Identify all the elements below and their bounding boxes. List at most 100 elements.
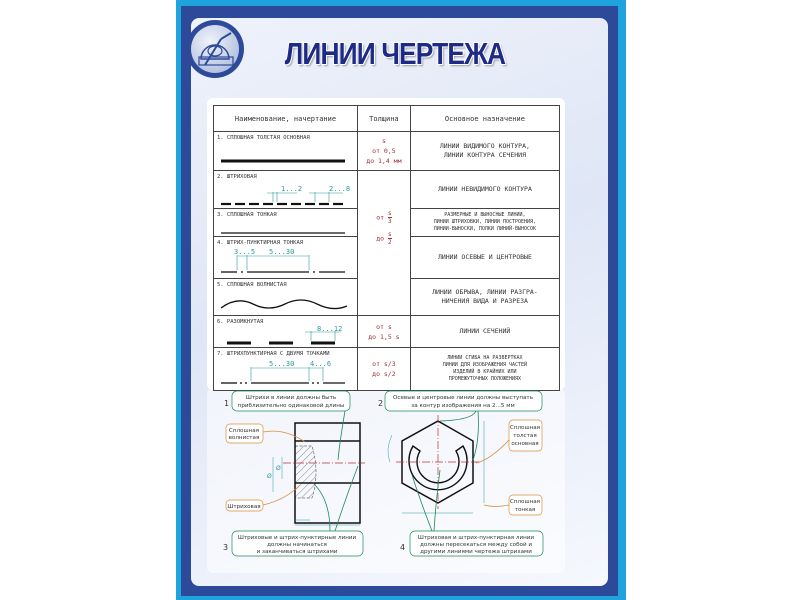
note-number: 1 <box>224 399 229 408</box>
purpose-cell: ЛИНИИ ОБРЫВА, ЛИНИИ РАЗГРА- НИЧЕНИЯ ВИДА… <box>409 278 561 316</box>
thickness-cell: от s до 1,5 s <box>357 315 411 348</box>
thickness-cell: от s/3 до s/2 <box>357 347 411 391</box>
note-text: Осевые и центровые линии должны выступат… <box>393 395 533 401</box>
line-sample-open: 8...12 <box>227 325 342 345</box>
dimension-label: 5...30 <box>269 248 294 256</box>
row-name: 4. ШТРИХ-ПУНКТИРНАЯ ТОНКАЯ <box>217 240 304 246</box>
drawing-compass-protractor-icon <box>191 25 239 73</box>
table-row: 7. ШТРИХПУНКТИРНАЯ С ДВУМЯ ТОЧКАМИ 5...3… <box>213 347 561 391</box>
note-text: должны пересекаться между собой и <box>420 541 532 548</box>
table-row: 4. ШТРИХ-ПУНКТИРНАЯ ТОНКАЯ 3...5 5...30 … <box>213 236 561 279</box>
dimension-label: 1...2 <box>281 185 302 193</box>
diameter-label: Ø <box>276 465 281 472</box>
purpose-text: ЛИНИИ СЕЧЕНИЙ <box>459 327 511 335</box>
purpose-text: ЛИНИИ ДЛЯ ИЗОБРАЖЕНИЯ ЧАСТЕЙ <box>442 362 528 368</box>
purpose-text: РАЗМЕРНЫЕ И ВЫНОСНЫЕ ЛИНИИ, <box>444 212 526 218</box>
table-row: 3. СПЛОШНАЯ ТОНКАЯ РАЗМЕРНЫЕ И ВЫНОСНЫЕ … <box>213 208 561 237</box>
numerator: s <box>387 231 392 239</box>
purpose-cell: ЛИНИИ СЕЧЕНИЙ <box>409 315 561 348</box>
note-text: должны начинаться <box>267 542 327 548</box>
row-name: 6. РАЗОМКНУТАЯ <box>217 319 264 325</box>
thickness-text: до 1,4 мм <box>366 157 402 165</box>
note-text: Штриховые и штрих-пунктирные линии <box>238 535 357 541</box>
dimension-label: 4...6 <box>310 360 331 368</box>
table-row: 6. РАЗОМКНУТАЯ 8...12 от s до 1,5 s ЛИНИ… <box>213 315 561 348</box>
line-sample-solid-thick <box>221 159 345 163</box>
denominator: 3 <box>387 218 392 225</box>
purpose-cell: ЛИНИИ СГИБА НА РАЗВЕРТКАХ ЛИНИИ ДЛЯ ИЗОБ… <box>409 347 561 391</box>
leader-lines <box>411 410 510 532</box>
note-text: за контур изображения на 2...5 мм <box>411 403 514 409</box>
label-box <box>225 423 264 444</box>
label-text: Сплошная <box>510 425 540 431</box>
row-name-cell: 7. ШТРИХПУНКТИРНАЯ С ДВУМЯ ТОЧКАМИ 5...3… <box>213 347 358 391</box>
row-name: 7. ШТРИХПУНКТИРНАЯ С ДВУМЯ ТОЧКАМИ <box>217 351 330 357</box>
leader-lines <box>262 410 359 532</box>
thickness-text: s <box>381 137 386 145</box>
purpose-cell: РАЗМЕРНЫЕ И ВЫНОСНЫЕ ЛИНИИ, ЛИНИИ ШТРИХО… <box>409 208 561 237</box>
line-sample-wavy <box>220 299 348 310</box>
purpose-text: ЛИНИИ ОСЕВЫЕ И ЦЕНТРОВЫЕ <box>437 253 532 261</box>
thickness-cell: s от 0,5 до 1,4 мм <box>357 131 411 171</box>
hex-nut-drawing <box>387 415 485 514</box>
note-text: и заканчиваться штрихами <box>257 549 338 555</box>
label-text: Сплошная <box>229 428 259 434</box>
poster-title: ЛИНИИ ЧЕРТЕЖА <box>284 36 506 71</box>
thickness-text: от 0,5 <box>372 147 396 155</box>
header-thickness: Толщина <box>357 105 411 132</box>
purpose-text: ЛИНИИ ВИДИМОГО КОНТУРА, <box>439 142 530 150</box>
header-purpose: Основное назначение <box>409 105 561 132</box>
line-sample-solid-thin <box>221 232 345 234</box>
purpose-cell: ЛИНИИ ВИДИМОГО КОНТУРА, ЛИНИИ КОНТУРА СЕ… <box>409 131 561 171</box>
note-text: приблизительно одинаковой длины <box>238 402 345 409</box>
note-box <box>231 390 351 412</box>
table-row: 1. СПЛОШНАЯ ТОЛСТАЯ ОСНОВНАЯ s от 0,5 до… <box>213 131 561 171</box>
note-number: 3 <box>223 543 228 552</box>
note-number: 4 <box>400 543 405 552</box>
purpose-text: ЛИНИИ-ВЫНОСКИ, ПОЛКИ ЛИНИЙ-ВЫНОСОК <box>433 226 537 232</box>
note-box <box>409 530 544 557</box>
dimension-label: 3...5 <box>234 248 255 256</box>
note-box <box>384 390 543 412</box>
purpose-text: ЛИНИИ ОБРЫВА, ЛИНИИ РАЗГРА- <box>432 288 538 296</box>
purpose-cell: ЛИНИИ ОСЕВЫЕ И ЦЕНТРОВЫЕ <box>409 236 561 279</box>
purpose-text: ИЗДЕЛИЙ В КРАЙНИХ ИЛИ <box>453 369 517 375</box>
label-box <box>508 419 543 452</box>
line-sample-dash-double-dot: 5...30 4...6 <box>221 360 345 384</box>
dimension-label: 2...8 <box>329 185 350 193</box>
thickness-text: до <box>376 234 385 243</box>
denominator: 2 <box>387 239 392 246</box>
purpose-text: ЛИНИИ КОНТУРА СЕЧЕНИЯ <box>443 151 526 159</box>
label-box <box>225 499 264 512</box>
thickness-text: до 1,5 s <box>368 332 400 341</box>
row-name-cell: 1. СПЛОШНАЯ ТОЛСТАЯ ОСНОВНАЯ <box>213 131 358 171</box>
row-name: 2. ШТРИХОВАЯ <box>217 174 257 180</box>
purpose-text: ЛИНИИ ШТРИХОВКИ, ЛИНИИ ПОСТРОЕНИЯ, <box>433 219 537 225</box>
label-text: тонкая <box>515 507 536 513</box>
part-section-drawing: Ø Ø <box>267 422 365 526</box>
table-header: Наименование, начертание Толщина Основно… <box>213 105 561 132</box>
header-name: Наименование, начертание <box>213 105 358 132</box>
line-examples-diagrams: 1 Штрихи в линии должны быть приблизител… <box>223 390 544 557</box>
label-text: толстая <box>513 433 536 439</box>
thickness-text: до s/2 <box>372 370 396 378</box>
row-name-cell: 6. РАЗОМКНУТАЯ 8...12 <box>213 315 358 348</box>
row-name-cell: 3. СПЛОШНАЯ ТОНКАЯ <box>213 208 358 237</box>
purpose-cell: ЛИНИИ НЕВИДИМОГО КОНТУРА <box>409 170 561 209</box>
thickness-text: от s <box>376 322 392 331</box>
note-text: Штриховая и штрих-пунктирная линии <box>418 535 535 541</box>
numerator: s <box>387 210 392 218</box>
label-text: волнистая <box>229 435 260 441</box>
row-name: 1. СПЛОШНАЯ ТОЛСТАЯ ОСНОВНАЯ <box>217 135 310 141</box>
dimension-label: 5...30 <box>269 360 294 368</box>
thickness-text: от s/3 <box>372 360 396 368</box>
label-text: Штриховая <box>227 504 260 510</box>
row-name-cell: 4. ШТРИХ-ПУНКТИРНАЯ ТОНКАЯ 3...5 5...30 <box>213 236 358 279</box>
row-name: 5. СПЛОШНАЯ ВОЛНИСТАЯ <box>217 282 287 288</box>
diameter-label: Ø <box>267 473 272 480</box>
